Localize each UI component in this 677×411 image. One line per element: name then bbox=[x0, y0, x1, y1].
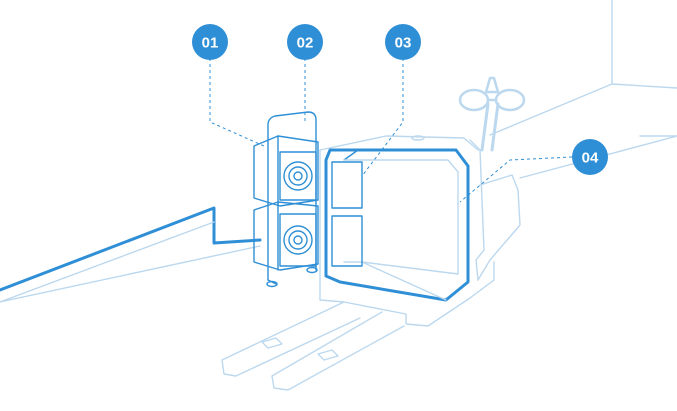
fan-housing-lower bbox=[279, 213, 317, 267]
callout-label-02: 02 bbox=[297, 35, 314, 52]
fork-right-wheel bbox=[317, 349, 339, 361]
fan-housing-upper bbox=[279, 151, 317, 201]
tiller-handle bbox=[458, 76, 526, 152]
fan-icon-lower bbox=[283, 225, 313, 255]
pallet-truck bbox=[221, 76, 526, 391]
leader-line-04 bbox=[459, 156, 573, 203]
callout-02[interactable]: 02 bbox=[287, 24, 323, 60]
truck-drive-unit bbox=[477, 174, 521, 281]
battery-compartment-inner-edge bbox=[343, 149, 359, 161]
ledge-edge bbox=[0, 206, 262, 292]
truck-forks bbox=[221, 301, 405, 391]
battery-cell-upper bbox=[331, 161, 363, 209]
battery-compartment-floor bbox=[361, 261, 447, 301]
wall-ledge bbox=[0, 206, 262, 303]
charger-foot-right-pad bbox=[306, 266, 318, 274]
fork-right bbox=[271, 311, 405, 391]
battery-compartment bbox=[324, 148, 470, 302]
callout-badge-03 bbox=[385, 24, 421, 60]
callout-03[interactable]: 03 bbox=[385, 24, 421, 60]
battery-cell-lower bbox=[331, 215, 363, 267]
callout-04[interactable]: 04 bbox=[572, 139, 608, 175]
truck-rear-housing bbox=[469, 139, 485, 281]
floor-line-left bbox=[0, 245, 261, 303]
wall-floor-line-back bbox=[489, 83, 613, 136]
callout-label-01: 01 bbox=[202, 35, 219, 52]
leader-lines bbox=[209, 58, 573, 203]
charger-module-lower bbox=[253, 201, 319, 271]
leader-line-01 bbox=[209, 58, 265, 147]
fan-icon-upper bbox=[283, 161, 313, 191]
fork-left-wheel bbox=[261, 337, 283, 349]
truck-chassis-body bbox=[319, 149, 471, 327]
callout-01[interactable]: 01 bbox=[192, 24, 228, 60]
callout-label-03: 03 bbox=[395, 35, 412, 52]
leader-line-03 bbox=[361, 58, 404, 177]
callout-badge-02 bbox=[287, 24, 323, 60]
callout-badge-01 bbox=[192, 24, 228, 60]
charger-foot-left-pad bbox=[266, 280, 278, 288]
charger-stand-frame bbox=[267, 111, 317, 281]
charger-module-upper bbox=[253, 135, 319, 207]
truck-drive-base bbox=[469, 261, 495, 299]
ledge-shadow bbox=[0, 221, 215, 303]
fork-left bbox=[221, 301, 361, 377]
truck-chassis-button bbox=[411, 135, 425, 141]
battery-compartment-inner bbox=[343, 159, 459, 275]
callout-badge-04 bbox=[572, 139, 608, 175]
charger-unit bbox=[253, 111, 319, 288]
truck-chassis-top bbox=[319, 135, 479, 151]
wall-floor-line-right bbox=[611, 83, 677, 89]
callout-label-04: 04 bbox=[582, 150, 599, 167]
